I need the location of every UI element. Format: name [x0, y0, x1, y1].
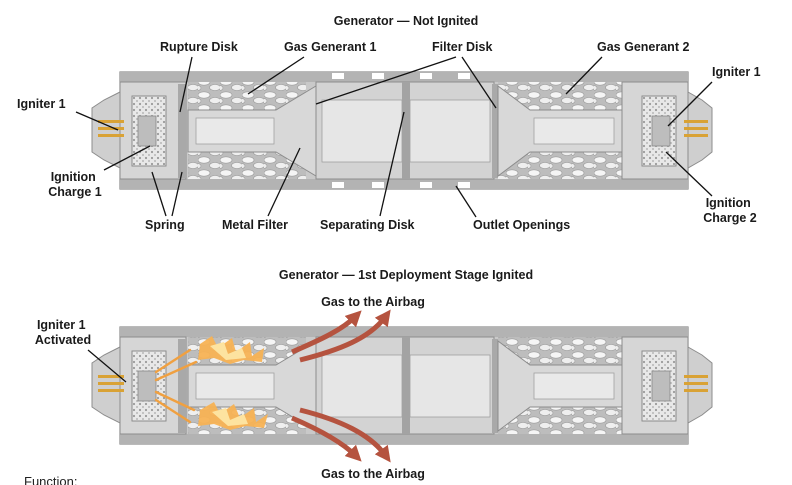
- label-ignition-charge-2-line2: Charge 2: [703, 211, 757, 225]
- label-igniter-left: Igniter 1: [17, 97, 66, 111]
- label-igniter-activated-line1: Igniter 1: [37, 318, 86, 332]
- label-ignition-charge-1: Ignition Charge 1: [48, 170, 102, 199]
- label-igniter-activated-line2: Activated: [35, 333, 91, 347]
- label-separating-disk: Separating Disk: [320, 218, 415, 232]
- label-outlet-openings: Outlet Openings: [473, 218, 570, 232]
- label-ignition-charge-1-line1: Ignition: [51, 170, 96, 184]
- label-igniter-activated: Igniter 1 Activated: [35, 318, 91, 347]
- filter-disk: [492, 84, 498, 178]
- ignition-sparks: [154, 348, 198, 424]
- gas-arrow-bottom-2: [299, 407, 391, 463]
- generator-not-ignited: [91, 71, 713, 190]
- generator-first-stage-ignited: [91, 309, 713, 463]
- label-igniter-right: Igniter 1: [712, 65, 761, 79]
- label-metal-filter: Metal Filter: [222, 218, 288, 232]
- gas-arrow-top-1: [291, 310, 362, 355]
- bottom-title: Generator — 1st Deployment Stage Ignited: [279, 268, 533, 282]
- label-spring: Spring: [145, 218, 185, 232]
- label-filter-disk: Filter Disk: [432, 40, 492, 54]
- label-ignition-charge-2-line1: Ignition: [706, 196, 751, 210]
- label-gas-generant-1: Gas Generant 1: [284, 40, 376, 54]
- label-ignition-charge-1-line2: Charge 1: [48, 185, 102, 199]
- label-gas-generant-2: Gas Generant 2: [597, 40, 689, 54]
- label-gas-bottom: Gas to the Airbag: [321, 467, 425, 481]
- label-rupture-disk: Rupture Disk: [160, 40, 238, 54]
- footer-function-label: Function:: [24, 474, 77, 485]
- label-ignition-charge-2: Ignition Charge 2: [703, 196, 757, 225]
- separating-disk: [402, 82, 410, 179]
- label-gas-top: Gas to the Airbag: [321, 295, 425, 309]
- leader-igniter-activated: [87, 349, 127, 383]
- gas-arrow-bottom-1: [291, 415, 362, 462]
- leader-lines-top: [75, 56, 713, 218]
- outlet-openings: [332, 73, 470, 188]
- rupture-disk: [178, 84, 186, 178]
- burning-generant: [198, 336, 268, 430]
- gas-arrow-top-2: [299, 309, 391, 363]
- top-title: Generator — Not Ignited: [334, 14, 478, 28]
